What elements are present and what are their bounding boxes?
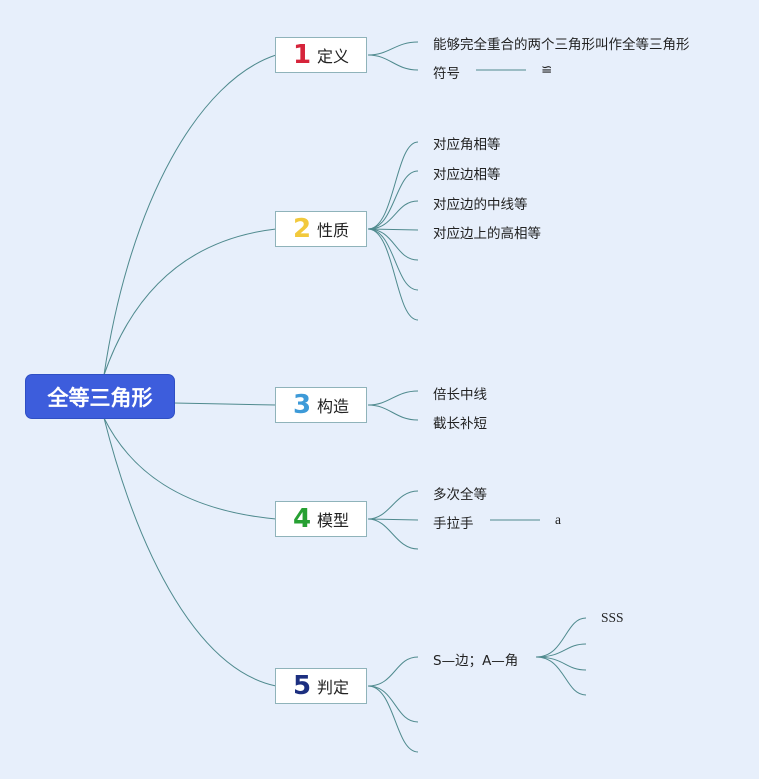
branch-construction[interactable]: 3 构造	[275, 387, 367, 423]
leaf-judgement[interactable]: S—边；A—角	[433, 653, 519, 669]
leaf-property[interactable]: 对应角相等	[433, 137, 501, 153]
leaf-definition-text[interactable]: 能够完全重合的两个三角形叫作全等三角形	[433, 37, 690, 53]
branch-properties[interactable]: 2 性质	[275, 211, 367, 247]
root-label: 全等三角形	[47, 385, 153, 410]
leaf-model[interactable]: 手拉手	[433, 516, 474, 532]
branch-label: 定义	[317, 47, 350, 66]
leaf-construction[interactable]: 倍长中线	[433, 387, 487, 403]
leaf-model-sub[interactable]: a	[555, 512, 561, 527]
branch-label: 判定	[317, 678, 350, 697]
branch-definition[interactable]: 1 定义	[275, 37, 367, 73]
leaf-congruent-symbol[interactable]: ≌	[541, 62, 553, 78]
branch-label: 构造	[317, 397, 350, 416]
branch-number: 3	[292, 390, 312, 420]
root-node[interactable]: 全等三角形	[26, 375, 174, 418]
connector-root-mod	[103, 417, 277, 520]
connector-root-prop	[103, 228, 277, 376]
leaf-property[interactable]: 对应边的中线等	[433, 197, 528, 213]
leaf-property[interactable]: 对应边上的高相等	[433, 226, 541, 242]
branch-model[interactable]: 4 模型	[275, 501, 367, 537]
connector-root-jud	[103, 417, 277, 687]
leaf-construction[interactable]: 截长补短	[433, 416, 487, 432]
leaf-symbol[interactable]: 符号	[433, 66, 460, 82]
leaf-model[interactable]: 多次全等	[433, 487, 487, 503]
branch-label: 性质	[317, 221, 350, 240]
branch-number: 4	[292, 504, 312, 534]
branch-number: 1	[292, 40, 312, 70]
branch-judgement[interactable]: 5 判定	[275, 668, 367, 704]
leaf-property[interactable]: 对应边相等	[433, 167, 501, 183]
connector-root-def	[103, 54, 277, 376]
branch-number: 5	[292, 671, 312, 701]
leaf-judgement-sub[interactable]: SSS	[601, 610, 624, 625]
branch-number: 2	[292, 214, 312, 244]
branch-label: 模型	[317, 511, 350, 530]
connector-root-con	[173, 402, 277, 406]
